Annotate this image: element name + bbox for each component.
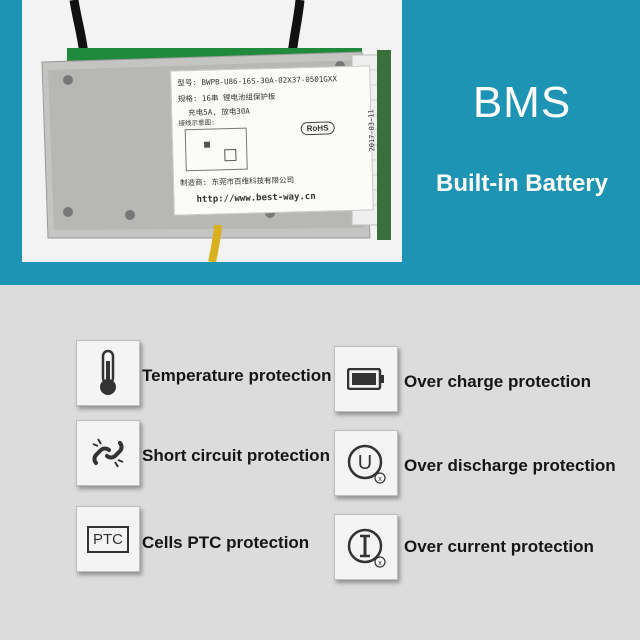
banner-subtitle: Built-in Battery	[435, 170, 608, 197]
voltage-u-icon: U x	[347, 444, 386, 484]
product-label: 型号: BWPB-U86-16S-30A-02X37-0501GXX 规格: 1…	[170, 65, 377, 216]
battery-icon	[347, 368, 384, 390]
model-number: 型号: BWPB-U86-16S-30A-02X37-0501GXX	[177, 74, 338, 88]
feature-label-over-discharge: Over discharge protection	[404, 456, 616, 475]
svg-text:x: x	[378, 560, 382, 567]
feature-icon-box: PTC	[76, 506, 140, 572]
feature-label-over-charge: Over charge protection	[404, 372, 592, 391]
rohs-mark: RoHS	[300, 121, 335, 136]
spec-line: 规格: 16串 锂电池组保护板	[177, 91, 276, 104]
feature-icon-box: x	[334, 514, 398, 580]
manufacturer-url: http://www.best-way.cn	[196, 191, 316, 205]
date-code: 2017-03-11	[367, 109, 377, 152]
top-banner: 型号: BWPB-U86-16S-30A-02X37-0501GXX 规格: 1…	[0, 0, 640, 285]
feature-label-over-current: Over current protection	[404, 537, 594, 556]
diagram-label: 接线示意图:	[178, 118, 216, 128]
manufacturer-line: 制造商: 东莞市百维科技有限公司	[179, 175, 295, 188]
feature-label-short-circuit: Short circuit protection	[142, 446, 330, 465]
ptc-icon: PTC	[87, 525, 129, 553]
broken-chain-icon	[92, 438, 124, 468]
svg-text:x: x	[378, 476, 382, 483]
bms-board-photo: 型号: BWPB-U86-16S-30A-02X37-0501GXX 规格: 1…	[22, 0, 402, 262]
wiring-diagram	[184, 127, 248, 172]
feature-icon-box	[334, 346, 398, 412]
banner-title: BMS	[472, 78, 572, 127]
feature-icon-box: U x	[334, 430, 398, 496]
feature-icon-box	[76, 420, 140, 486]
svg-text:U: U	[358, 452, 372, 474]
feature-icon-box	[76, 340, 140, 406]
feature-label-cells-ptc: Cells PTC protection	[142, 533, 310, 552]
feature-label-temperature: Temperature protection	[142, 366, 332, 385]
current-i-icon: x	[347, 528, 386, 568]
thermometer-icon	[100, 349, 116, 395]
